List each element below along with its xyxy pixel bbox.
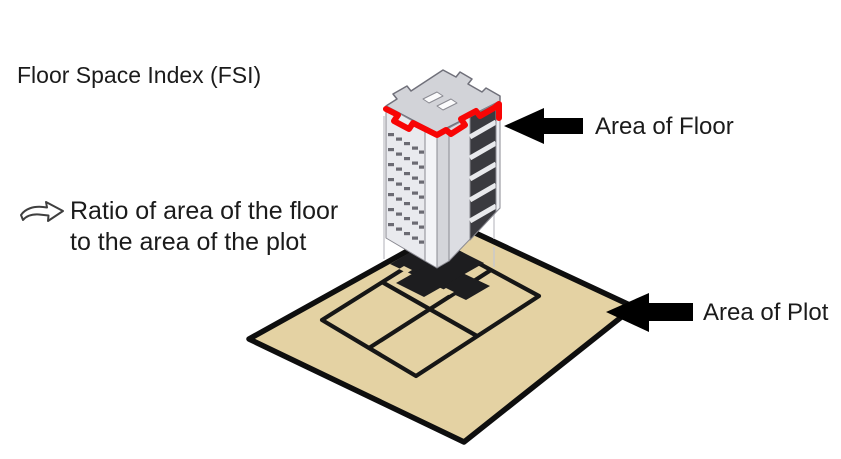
area-of-floor-label: Area of Floor	[595, 113, 734, 140]
balcony-slabs	[468, 119, 498, 224]
building-roof	[385, 69, 501, 134]
plot-surface	[246, 221, 637, 445]
floor-pointer-arrow	[504, 108, 583, 144]
curved-right-arrow-icon	[20, 201, 64, 222]
building	[383, 69, 502, 269]
fsi-definition: Ratio of area of the floor to the area o…	[70, 196, 338, 258]
plot-pointer-arrow	[606, 293, 693, 332]
definition-line-1: Ratio of area of the floor	[70, 197, 339, 225]
page-title: Floor Space Index (FSI)	[17, 62, 262, 88]
roof-skylight-2	[436, 98, 458, 111]
top-floor-red-highlight	[383, 101, 502, 138]
roof-skylight-1	[422, 91, 444, 104]
front-column-left-face	[424, 127, 438, 269]
facade-windows	[388, 133, 424, 244]
definition-line-2: to the area of the plot	[70, 228, 307, 256]
area-of-plot-label: Area of Plot	[703, 299, 829, 326]
building-footprint	[390, 249, 490, 300]
front-column-right-face	[436, 127, 450, 269]
